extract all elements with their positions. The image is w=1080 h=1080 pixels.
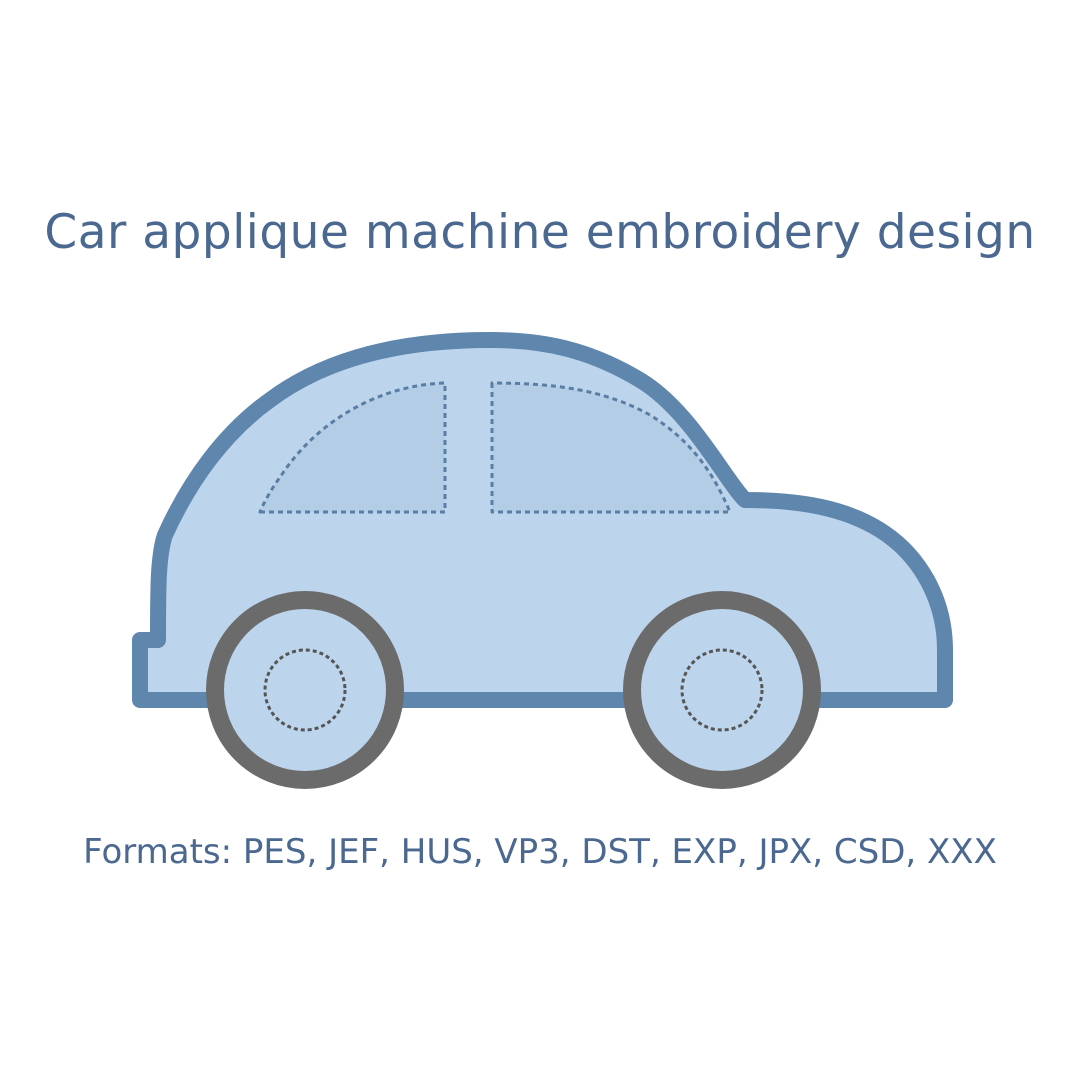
formats-list: Formats: PES, JEF, HUS, VP3, DST, EXP, J…: [83, 832, 997, 872]
rear-wheel: [206, 591, 404, 789]
front-hub-stitch: [680, 648, 764, 732]
rear-hub-stitch: [263, 648, 347, 732]
front-wheel: [623, 591, 821, 789]
rear-window: [258, 381, 447, 514]
page-title: Car applique machine embroidery design: [44, 205, 1036, 260]
front-window: [490, 381, 732, 514]
